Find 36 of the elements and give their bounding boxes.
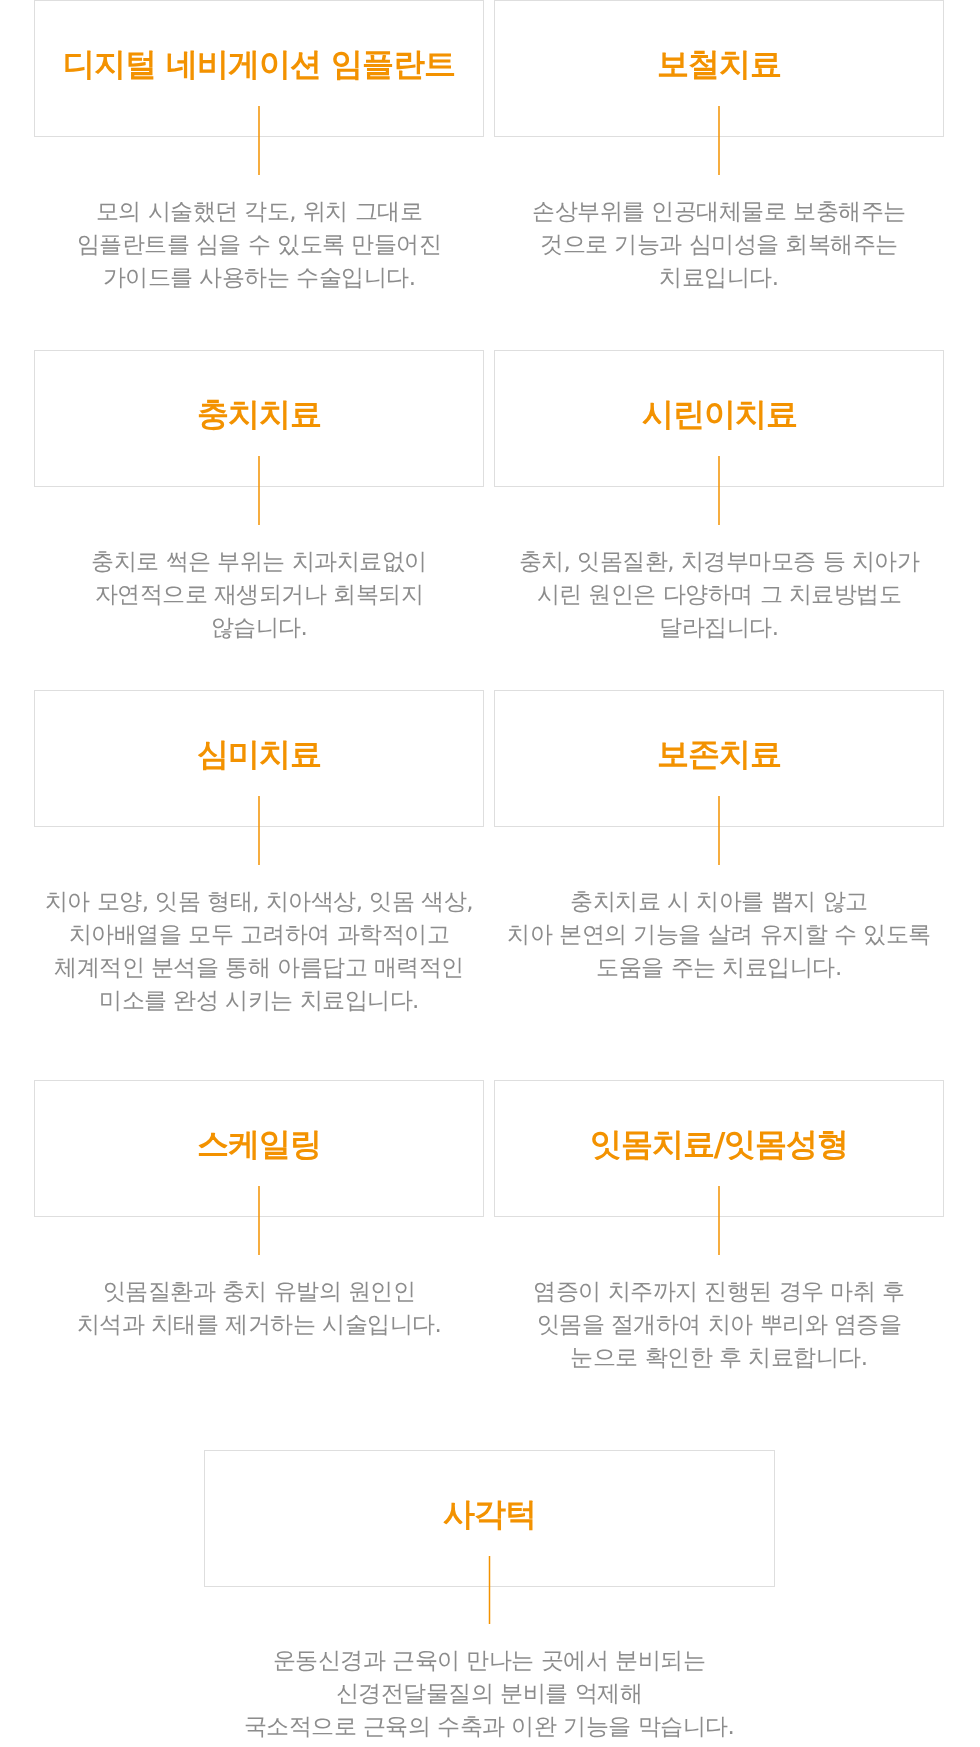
connector-line xyxy=(258,105,260,176)
treatment-box xyxy=(494,350,944,487)
treatment-box xyxy=(34,0,484,137)
connector-line xyxy=(718,1185,720,1256)
treatment-title: 충치치료 xyxy=(197,394,321,434)
treatment-box xyxy=(494,0,944,137)
description-text: 운동신경과 근육이 만나는 곳에서 분비되는 신경전달물질의 분비를 억제해 국소적으로 근육의 수축과 이완 기능을 막습니다. xyxy=(243,1644,735,1743)
treatment-title: 시린이치료 xyxy=(641,394,797,434)
treatment-title: 잇몸치료/잇몸성형 xyxy=(589,1124,849,1164)
connector-line xyxy=(718,455,720,526)
treatment-title: 스케일링 xyxy=(197,1124,321,1164)
treatment-box xyxy=(204,1450,775,1587)
description-text: 모의 시술했던 각도, 위치 그대로 임플란트를 심을 수 있도록 만들어진 가이드를 사용하는 수술입니다. xyxy=(76,195,442,294)
treatment-title: 보존치료 xyxy=(657,734,781,774)
treatment-box xyxy=(34,690,484,827)
treatment-title: 디지털 네비게이션 임플란트 xyxy=(62,44,456,84)
treatment-box xyxy=(34,350,484,487)
connector-line xyxy=(488,1555,491,1625)
connector-line xyxy=(718,105,720,176)
description-text: 충치로 썩은 부위는 치과치료없이 자연적으로 재생되거나 회복되지 않습니다. xyxy=(91,545,427,644)
description-text: 잇몸질환과 충치 유발의 원인인 치석과 치태를 제거하는 시술입니다. xyxy=(76,1275,442,1341)
connector-line xyxy=(258,1185,260,1256)
treatment-title: 심미치료 xyxy=(197,734,321,774)
description-text: 염증이 치주까지 진행된 경우 마취 후 잇몸을 절개하여 치아 뿌리와 염증을 눈으로 확인한 후 치료합니다. xyxy=(533,1275,905,1374)
description-text: 충치, 잇몸질환, 치경부마모증 등 치아가 시린 원인은 다양하며 그 치료방법도 달라집니다. xyxy=(518,545,920,644)
treatment-title: 사각턱 xyxy=(443,1494,536,1534)
treatment-box xyxy=(494,690,944,827)
description-text: 치아 모양, 잇몸 형태, 치아색상, 잇몸 색상, 치아배열을 모두 고려하여 과학적이고 체계적인 분석을 통해 아름답고 매력적인 미소를 완성 시키는 치료입니다. xyxy=(44,885,474,1017)
treatment-box xyxy=(34,1080,484,1217)
treatment-title: 보철치료 xyxy=(657,44,781,84)
connector-line xyxy=(258,795,260,866)
description-text: 손상부위를 인공대체물로 보충해주는 것으로 기능과 심미성을 회복해주는 치료입니다. xyxy=(532,195,906,294)
connector-line xyxy=(718,795,720,866)
connector-line xyxy=(258,455,260,526)
description-text: 충치치료 시 치아를 뽑지 않고 치아 본연의 기능을 살려 유지할 수 있도록 도움을 주는 치료입니다. xyxy=(507,885,931,984)
treatment-box xyxy=(494,1080,944,1217)
